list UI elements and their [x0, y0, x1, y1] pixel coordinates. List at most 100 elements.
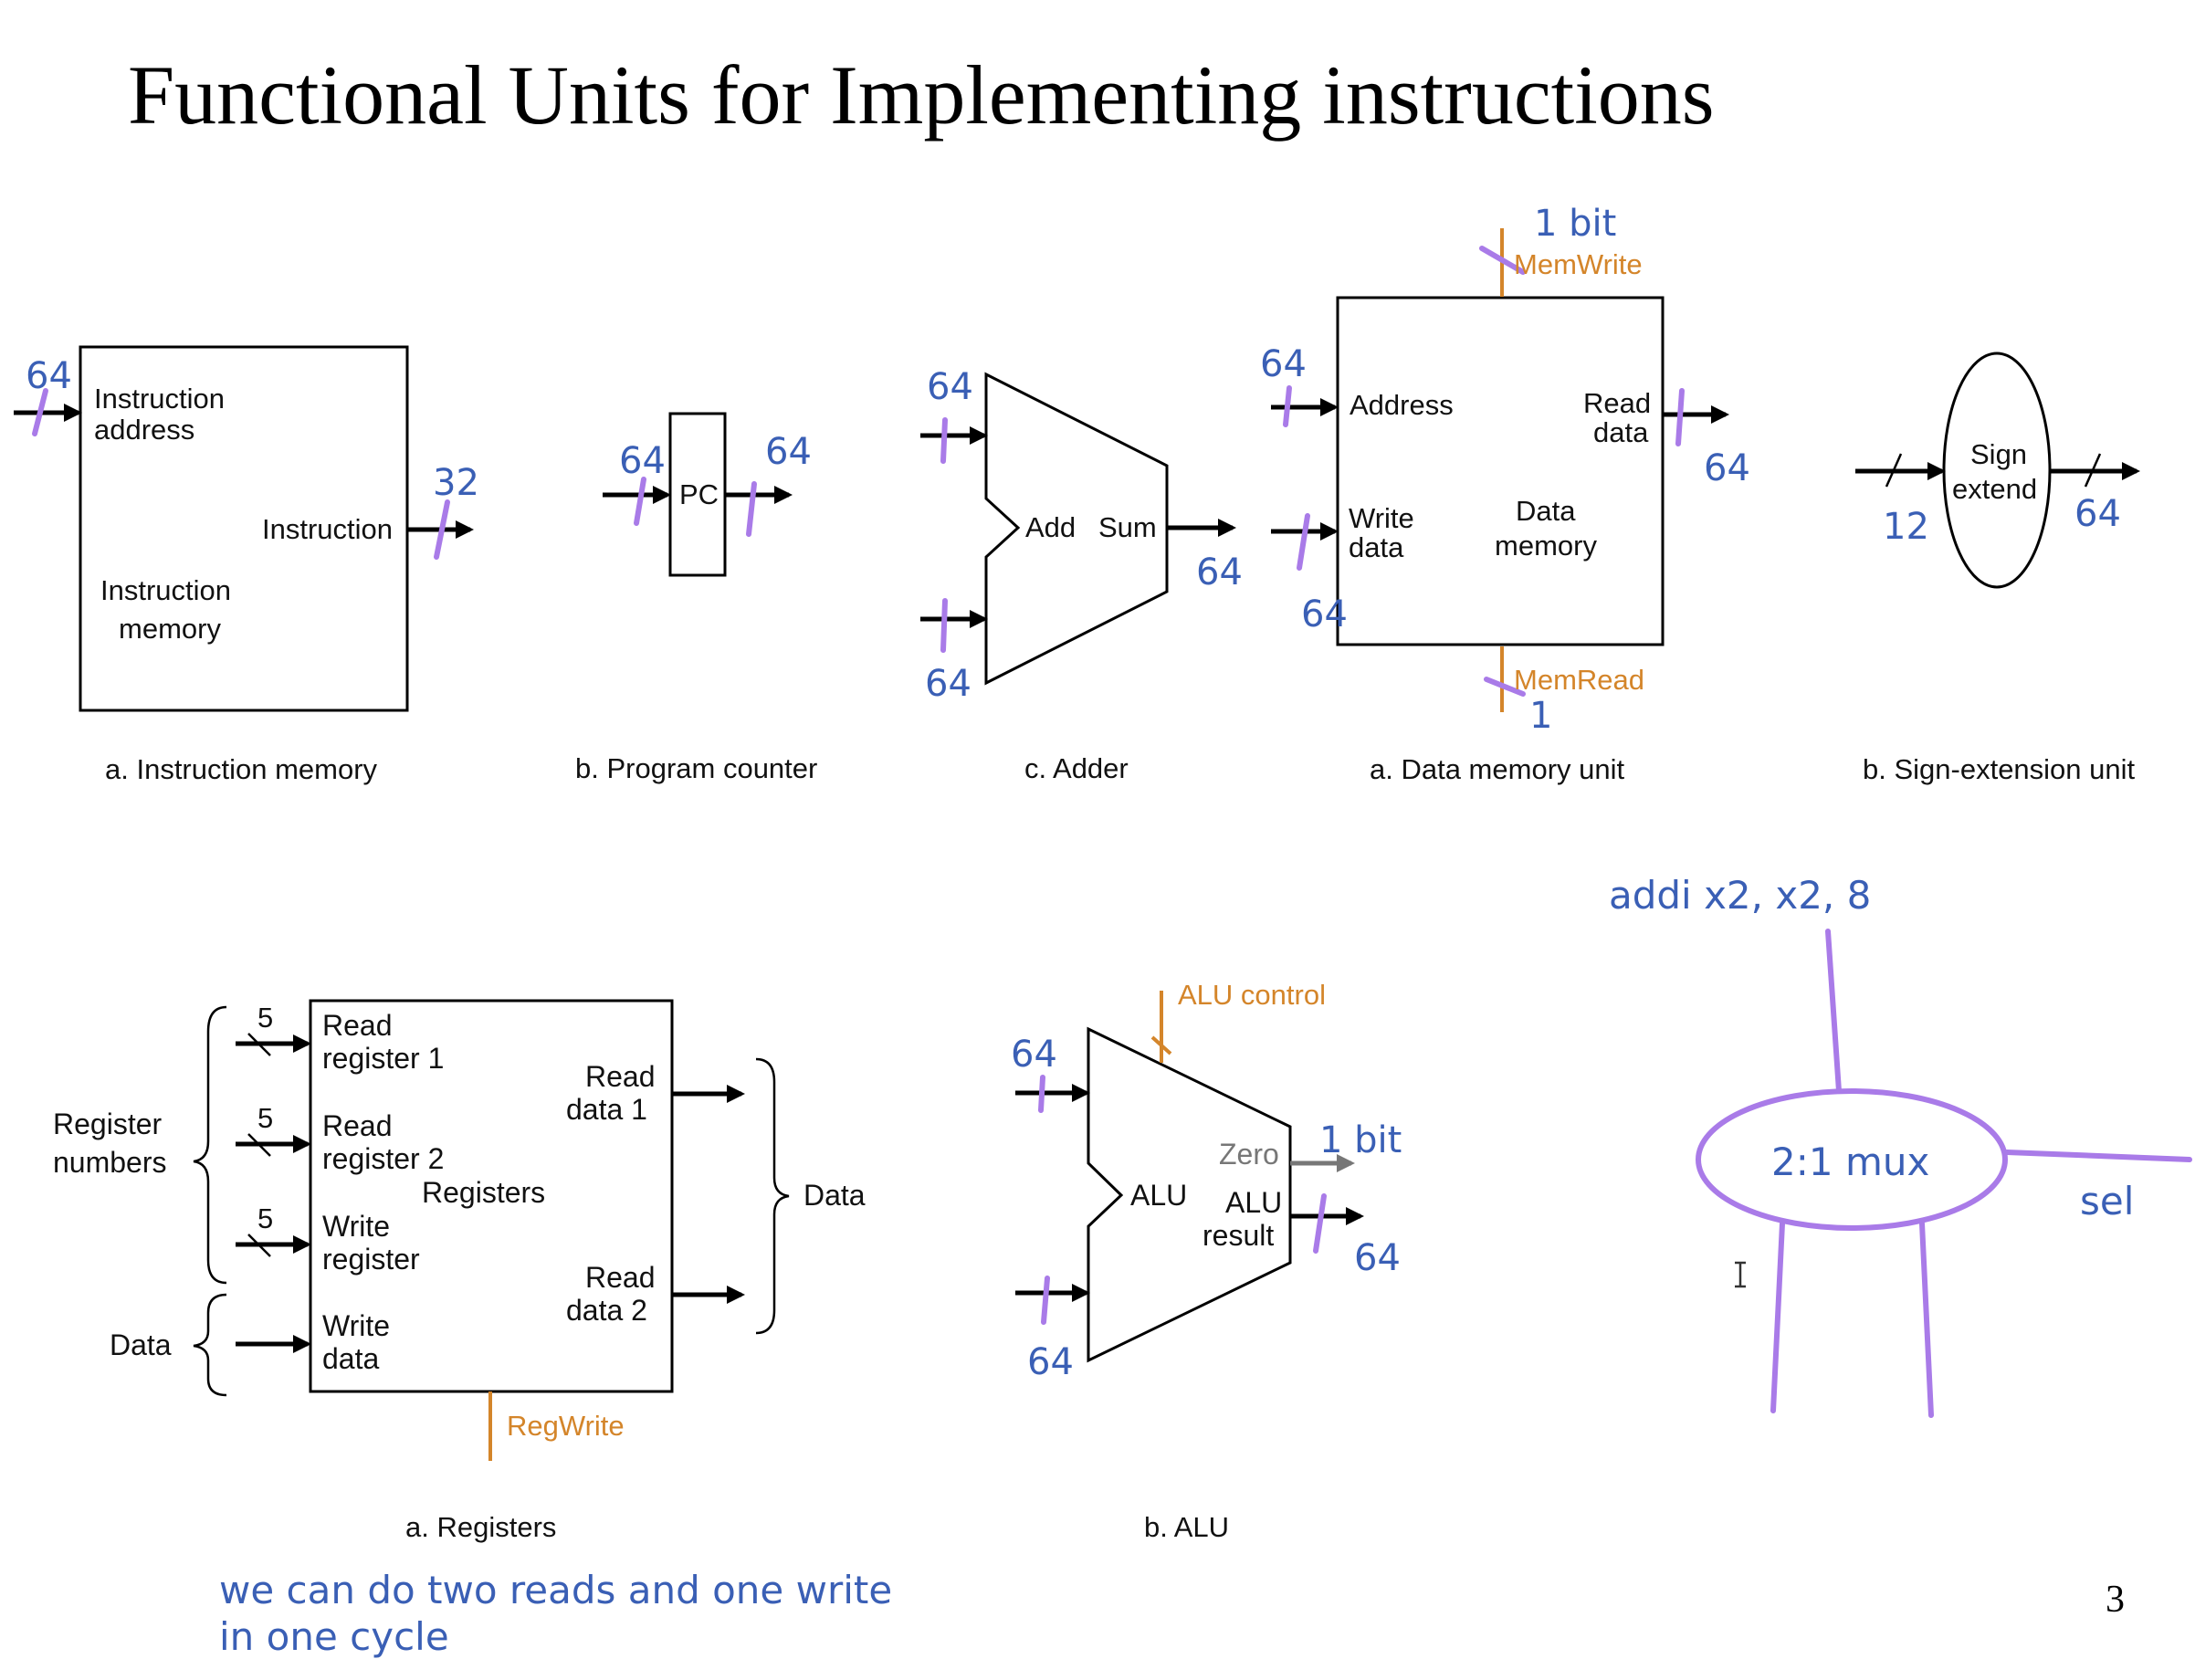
data-memory-name-1: Data [1516, 495, 1576, 527]
pc-label: PC [679, 478, 719, 510]
mux-label: 2:1 mux [1771, 1139, 1929, 1184]
sign-extend-label-2: extend [1952, 473, 2037, 505]
instruction-memory-name-1: Instruction [100, 574, 231, 606]
data-output-brace [755, 1057, 790, 1335]
data-memory-box [1336, 296, 1665, 646]
register-numbers-label-1: Register [53, 1108, 163, 1140]
read-register-2-label-2: register 2 [322, 1142, 444, 1175]
write-data-label-1: Write [1349, 502, 1414, 534]
alu-result-width: 64 [1354, 1237, 1401, 1279]
data-memory-name-2: memory [1495, 530, 1597, 562]
adder-unit: 64 64 Add Sum 64 c. Adder [920, 366, 1243, 784]
bus-width-tick [940, 417, 948, 464]
sign-extend-ellipse [1942, 352, 2052, 589]
mux-ellipse [1696, 1088, 2008, 1231]
alu-result-label-2: result [1203, 1219, 1274, 1252]
register-width-2: 5 [257, 1102, 273, 1134]
register-numbers-brace [193, 1005, 227, 1285]
register-file-unit: 5 5 5 Read register 1 Read register 2 Wr… [53, 999, 866, 1543]
data-input-brace [193, 1293, 227, 1397]
instruction-memory-unit: 64 Instruction address Instruction 32 In… [14, 345, 479, 785]
instruction-memory-caption: a. Instruction memory [105, 753, 378, 785]
read-data-1-label-1: Read [585, 1060, 656, 1093]
read-data-width: 64 [1704, 447, 1750, 489]
alu-input-top-width: 64 [1011, 1034, 1057, 1076]
instruction-address-label-2: address [94, 414, 194, 446]
pen-line [2004, 1150, 2192, 1162]
bus-width-tick [1479, 246, 1526, 275]
data-memory-caption: a. Data memory unit [1370, 753, 1624, 785]
pen-line [1825, 929, 1842, 1094]
address-label: Address [1350, 389, 1454, 421]
sign-extend-label-1: Sign [1970, 438, 2027, 470]
write-register-label-1: Write [322, 1210, 390, 1243]
alu-zero-width: 1 bit [1319, 1119, 1402, 1161]
pen-line [1770, 1221, 1785, 1413]
bus-width-tick [1283, 385, 1292, 427]
sign-extend-output-width: 64 [2074, 493, 2121, 535]
alu-control-label: ALU control [1178, 979, 1326, 1011]
adder-add-label: Add [1025, 511, 1076, 543]
memread-label: MemRead [1514, 664, 1644, 696]
pc-output-width: 64 [765, 431, 812, 473]
bus-width-tick [1041, 1276, 1050, 1325]
alu-label: ALU [1130, 1179, 1187, 1212]
read-data-2-label-2: data 2 [566, 1294, 647, 1327]
bus-width-tick [1885, 453, 1903, 488]
memread-width: 1 [1529, 695, 1552, 737]
bus-width-tick [940, 598, 948, 653]
sel-label: sel [2080, 1179, 2134, 1223]
bus-width-tick [634, 477, 646, 526]
adder-input-bottom-width: 64 [925, 663, 971, 705]
write-data-width: 64 [1301, 593, 1348, 635]
bus-width-tick [1484, 677, 1526, 697]
adder-input-top-width: 64 [927, 366, 973, 408]
instruction-output-label: Instruction [262, 513, 393, 545]
bus-width-tick [1038, 1075, 1045, 1113]
mux-annotation: addi x2, x2, 8 2:1 mux sel [1609, 873, 2192, 1418]
address-width: 64 [1260, 343, 1307, 385]
alu-caption: b. ALU [1144, 1511, 1229, 1543]
bus-width-tick [32, 388, 48, 436]
page-title: Functional Units for Implementing instru… [128, 48, 1715, 142]
bus-width-tick [1150, 1035, 1172, 1055]
data-memory-unit: 1 bit MemWrite MemRead 1 64 Address Read… [1260, 203, 1750, 785]
pc-input-width: 64 [619, 440, 666, 482]
adder-output-width: 64 [1196, 551, 1243, 593]
bus-width-tick [247, 1234, 271, 1257]
bus-width-tick [247, 1033, 271, 1056]
registers-caption: a. Registers [405, 1511, 556, 1543]
instruction-output-width: 32 [433, 462, 479, 504]
data-output-label: Data [803, 1179, 866, 1212]
bus-width-tick [1675, 388, 1685, 446]
adder-sum-label: Sum [1098, 511, 1157, 543]
page-number: 3 [2106, 1579, 2125, 1621]
write-register-label-2: register [322, 1243, 420, 1276]
data-input-label: Data [110, 1328, 172, 1361]
bus-width-tick [1313, 1193, 1327, 1254]
bus-width-tick [247, 1133, 271, 1157]
program-counter-unit: PC 64 64 b. Program counter [575, 412, 817, 784]
sign-extension-caption: b. Sign-extension unit [1863, 753, 2136, 785]
alu-input-bottom-width: 64 [1027, 1341, 1074, 1383]
write-data-label-2: data [1349, 531, 1404, 563]
register-width-3: 5 [257, 1202, 273, 1234]
sign-extension-unit: Sign extend 12 64 b. Sign-extension unit [1855, 352, 2140, 785]
instruction-address-label-1: Instruction [94, 383, 225, 415]
alu-zero-label: Zero [1219, 1138, 1279, 1171]
read-data-label-1: Read [1583, 387, 1651, 419]
memwrite-width: 1 bit [1534, 203, 1616, 245]
write-data-label-2: data [322, 1342, 379, 1375]
alu-unit: ALU control 64 64 ALU Zero 1 bit ALU res… [1011, 979, 1402, 1543]
read-register-1-label-1: Read [322, 1009, 393, 1042]
read-register-1-label-2: register 1 [322, 1042, 444, 1075]
instruction-address-width: 64 [26, 355, 72, 397]
read-data-1-label-2: data 1 [566, 1093, 647, 1126]
regwrite-label: RegWrite [507, 1410, 625, 1442]
note-line-1: we can do two reads and one write [219, 1568, 892, 1612]
text-cursor-icon [1735, 1261, 1746, 1288]
alu-result-label-1: ALU [1225, 1186, 1282, 1219]
write-data-label-1: Write [322, 1309, 390, 1342]
